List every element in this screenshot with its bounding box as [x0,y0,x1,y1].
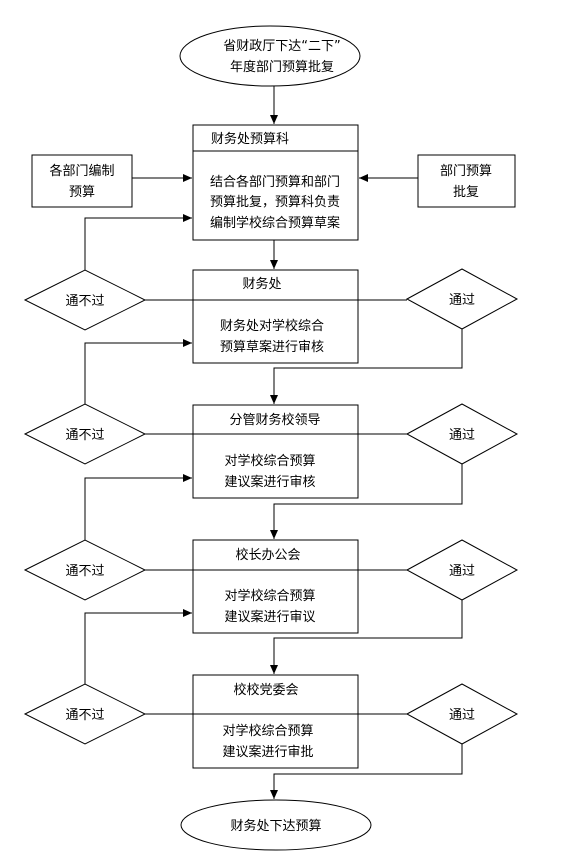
stage5-line2: 建议案进行审批 [222,745,313,760]
stage-finance-office: 财务处 财务处对学校综合 预算草案进行审核 [192,269,359,364]
start-line1: 省财政厅下达“二下” [223,39,340,54]
input-right-line1: 部门预算 [440,164,492,179]
reject-loop-4 [84,609,192,684]
input-dept-approval: 部门预算 批复 [417,154,516,208]
stage5-line1: 对学校综合预算 [222,723,313,739]
pass-label-3: 通过 [449,564,475,579]
pass-path-3 [270,600,463,674]
stage1-line1: 结合各部门预算和部门 [210,174,340,190]
pass-path-2 [270,464,463,539]
stage-budget-section: 财务处预算科 结合各部门预算和部门 预算批复，预算科负责 编制学校综合预算草案 [192,124,359,241]
decision-reject-2: 通不过 [23,403,147,465]
stage2-line1: 财务处对学校综合 [220,318,324,334]
end-label: 财务处下达预算 [230,818,321,834]
input-left-line1: 各部门编制 [49,163,114,179]
stage-vp-finance: 分管财务校领导 对学校综合预算 建议案进行审核 [192,404,359,499]
pass-label-1: 通过 [449,293,475,308]
reject-label-4: 通不过 [65,708,104,723]
pass-path-4 [270,744,463,799]
reject-loop-1 [84,214,192,270]
end-node: 财务处下达预算 [180,799,372,851]
stage4-line1: 对学校综合预算 [224,588,315,604]
input-right-line2: 批复 [453,185,479,200]
stage1-line3: 编制学校综合预算草案 [210,215,340,231]
pass-path-1 [270,329,463,404]
stage4-line2: 建议案进行审议 [224,610,315,625]
stage5-title: 校校党委会 [233,682,298,698]
decision-pass-2: 通过 [405,403,519,465]
stage-party-committee: 校校党委会 对学校综合预算 建议案进行审批 [192,674,359,769]
stage1-title: 财务处预算科 [211,131,289,147]
stage3-line2: 建议案进行审核 [224,475,315,490]
decision-pass-3: 通过 [405,539,519,601]
decision-reject-1: 通不过 [23,269,147,331]
stage2-title: 财务处 [242,276,281,292]
input-dept-budget: 各部门编制 预算 [31,154,133,208]
decision-pass-4: 通过 [405,683,519,745]
stage2-line2: 预算草案进行审核 [220,340,324,355]
reject-loop-3 [84,474,192,540]
stage3-title: 分管财务校领导 [229,412,320,428]
decision-reject-3: 通不过 [23,539,147,601]
decision-reject-4: 通不过 [23,683,147,745]
start-line2: 年度部门预算批复 [230,59,334,75]
decision-pass-1: 通过 [405,268,519,330]
start-node: 省财政厅下达“二下” 年度部门预算批复 [179,25,361,87]
stage1-line2: 预算批复，预算科负责 [210,195,340,210]
stage4-title: 校长办公会 [235,547,300,563]
stage3-line1: 对学校综合预算 [224,453,315,469]
pass-label-2: 通过 [449,428,475,443]
pass-label-4: 通过 [449,708,475,723]
reject-label-2: 通不过 [65,428,104,443]
reject-label-3: 通不过 [65,564,104,579]
reject-loop-2 [84,339,192,404]
reject-label-1: 通不过 [65,294,104,309]
input-left-line2: 预算 [69,185,95,200]
stage-president-office: 校长办公会 对学校综合预算 建议案进行审议 [192,539,359,634]
